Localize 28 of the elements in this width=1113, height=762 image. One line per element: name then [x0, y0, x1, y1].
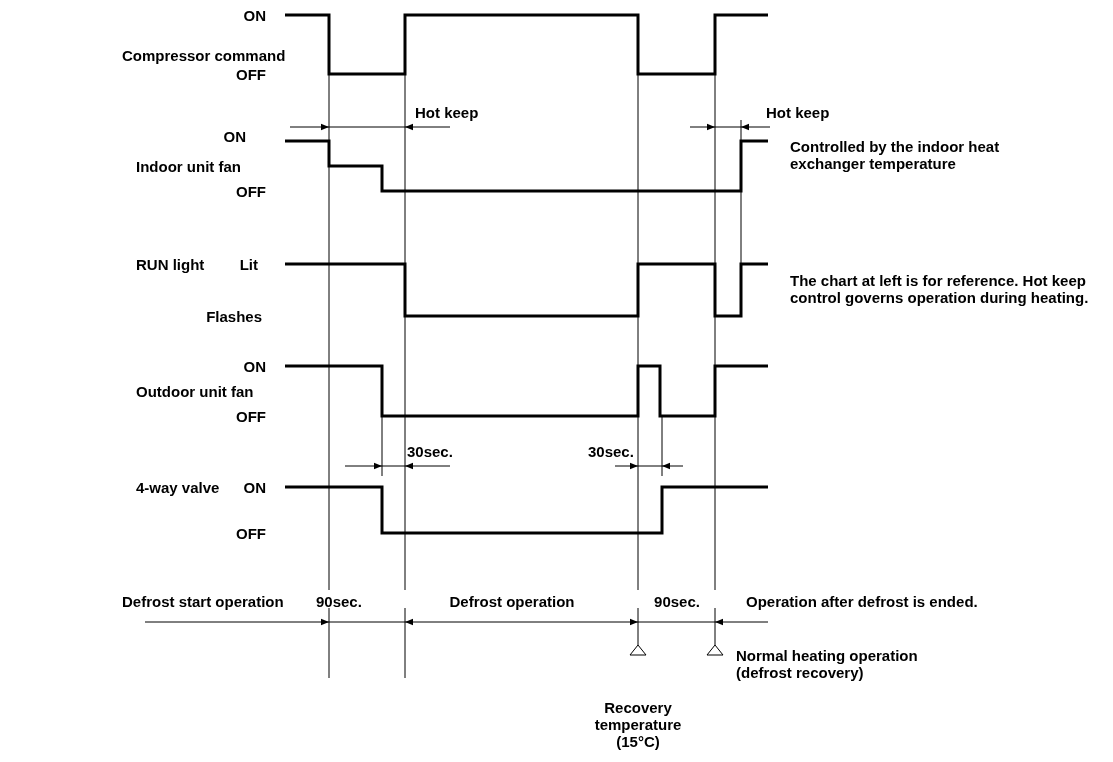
state-label: ON [243, 478, 266, 496]
event-label: Normal heating operation (defrost recovery) [736, 647, 919, 681]
state-label: ON [223, 127, 246, 145]
note-text: Controlled by the indoor heat exchanger temperature [790, 138, 1001, 172]
event-label: Recovery temperature (15°C) [593, 699, 683, 750]
interval-label: 30sec. [407, 442, 453, 460]
signal-name: 4-way valve [136, 478, 220, 496]
interval-label: 90sec. [316, 592, 362, 610]
state-label: ON [243, 357, 266, 375]
signal-name: RUN light [136, 255, 205, 273]
phase-label: Defrost operation [449, 592, 575, 610]
note-text: The chart at left is for reference. Hot keep control governs operation during heating. [790, 272, 1090, 306]
interval-label: 30sec. [588, 442, 634, 460]
signal-name: Compressor command [122, 46, 286, 64]
interval-label: Hot keep [415, 103, 479, 121]
state-label: OFF [236, 182, 266, 200]
phase-label: Defrost start operation [122, 592, 284, 610]
state-label: Lit [239, 255, 258, 273]
interval-label: 90sec. [654, 592, 700, 610]
state-label: Flashes [206, 307, 262, 325]
signal-name: Indoor unit fan [136, 157, 241, 175]
phase-label: Operation after defrost is ended. [746, 592, 978, 610]
state-label: ON [243, 6, 266, 24]
signal-name: Outdoor unit fan [136, 382, 254, 400]
state-label: OFF [236, 524, 266, 542]
interval-label: Hot keep [766, 103, 830, 121]
state-label: OFF [236, 65, 266, 83]
state-label: OFF [236, 407, 266, 425]
